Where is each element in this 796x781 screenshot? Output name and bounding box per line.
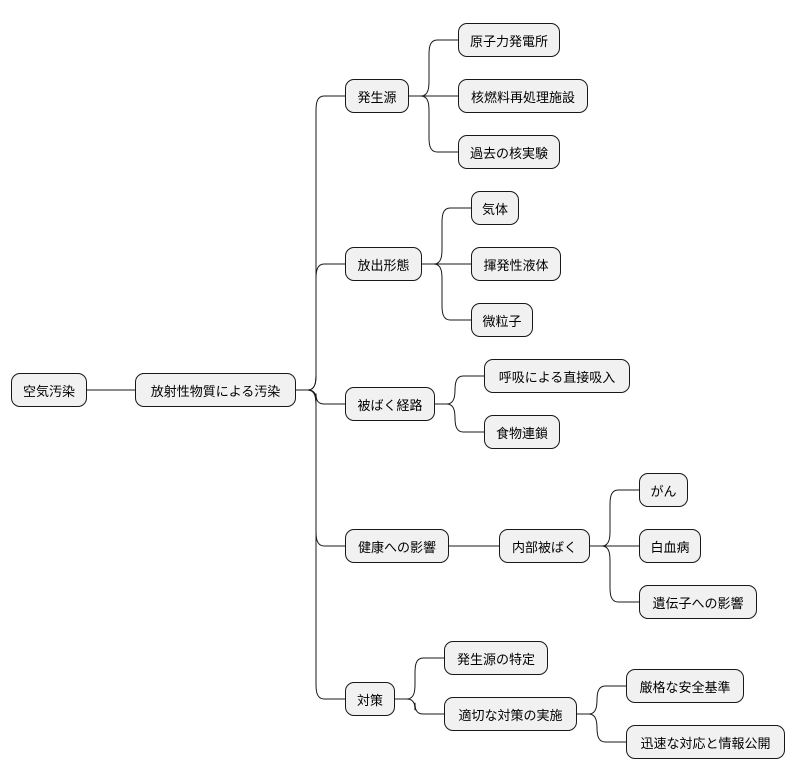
connector-line — [590, 545, 639, 603]
node-nuclear-power-plant: 原子力発電所 — [458, 23, 560, 57]
connector-line — [409, 39, 458, 97]
node-health-effects: 健康への影響 — [345, 529, 449, 563]
connector-line — [422, 263, 471, 321]
node-exposure-pathways: 被ばく経路 — [345, 387, 435, 421]
node-strict-safety-standards: 厳格な安全基準 — [626, 669, 744, 703]
node-release-forms: 放出形態 — [345, 247, 422, 281]
connector-line — [395, 657, 444, 700]
node-leukemia: 白血病 — [639, 529, 701, 563]
node-internal-exposure: 内部被ばく — [499, 529, 590, 563]
root-node: 空気汚染 — [11, 373, 87, 407]
node-cancer: がん — [639, 473, 688, 507]
node-volatile-liquid: 揮発性液体 — [471, 247, 561, 281]
connector-line — [296, 263, 345, 391]
connector-line — [296, 95, 345, 391]
connector-line — [296, 389, 345, 700]
connector-line — [395, 698, 444, 715]
connector-line — [435, 375, 484, 405]
node-sources: 発生源 — [345, 79, 409, 113]
node-radioactive-contamination: 放射性物質による汚染 — [135, 373, 296, 407]
node-gas: 気体 — [471, 191, 519, 225]
connector-line — [577, 685, 626, 715]
node-genetic-effects: 遺伝子への影響 — [639, 585, 757, 619]
node-appropriate-measures: 適切な対策の実施 — [444, 697, 577, 731]
connector-line — [409, 95, 458, 153]
connector-line — [590, 489, 639, 547]
connector-line — [422, 207, 471, 265]
node-reprocessing-facility: 核燃料再処理施設 — [458, 79, 588, 113]
node-countermeasures: 対策 — [345, 682, 395, 716]
connector-line — [577, 713, 626, 743]
node-rapid-response-disclosure: 迅速な対応と情報公開 — [626, 725, 785, 759]
node-food-chain: 食物連鎖 — [484, 415, 560, 449]
node-identify-source: 発生源の特定 — [444, 641, 548, 675]
connector-line — [435, 403, 484, 433]
node-fine-particles: 微粒子 — [471, 303, 533, 337]
node-past-nuclear-tests: 過去の核実験 — [458, 135, 560, 169]
connector-line — [296, 389, 345, 405]
connector-line — [296, 389, 345, 547]
node-direct-inhalation: 呼吸による直接吸入 — [484, 359, 630, 393]
